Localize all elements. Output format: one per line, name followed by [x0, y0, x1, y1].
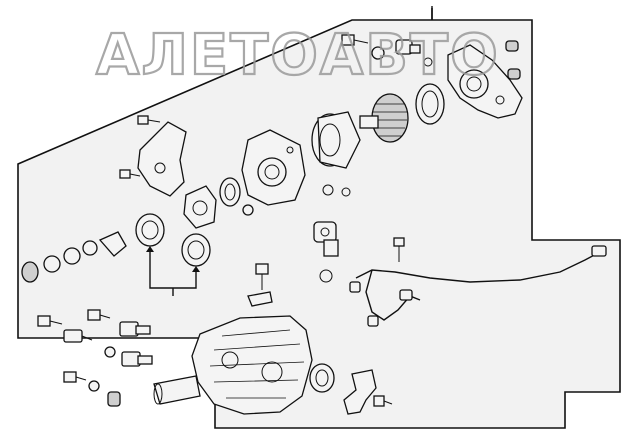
- oil-seal-left: [135, 213, 165, 247]
- speed-sensor: [395, 39, 421, 55]
- plug-top-right-1: [505, 40, 519, 52]
- seal-leader-bracket: [149, 250, 197, 296]
- washer-left-bottom: [88, 380, 100, 392]
- rear-cover-housing: [447, 44, 523, 119]
- oil-seal-right: [181, 233, 211, 267]
- breather-fitting: [63, 329, 93, 343]
- seal-ring-3: [82, 240, 98, 256]
- mount-bracket: [137, 121, 187, 197]
- o-ring-mid-2: [341, 187, 351, 197]
- clutch-cylinder: [311, 111, 361, 169]
- watermark-text: АЛЕТОАВТО: [96, 23, 500, 88]
- bolt-bracket-side: [119, 169, 141, 179]
- bearing-housing: [241, 129, 306, 206]
- tone-ring: [98, 231, 127, 257]
- bolt-case-top: [255, 263, 269, 290]
- drain-plug: [119, 321, 151, 337]
- clutch-drum-gear: [359, 93, 409, 143]
- o-ring-mid-1: [322, 184, 334, 196]
- clutch-ring: [415, 83, 445, 125]
- fill-plug: [121, 351, 153, 367]
- seal-arrow-right: [192, 266, 200, 272]
- washer-left: [104, 346, 116, 358]
- side-flange: [183, 185, 217, 229]
- seal-ring-1: [43, 255, 61, 273]
- bolt-left-1: [37, 315, 63, 327]
- bolt-bottom-right: [373, 395, 393, 407]
- seal-ring-2: [63, 247, 81, 265]
- gasket-ring: [219, 177, 241, 207]
- bolt-actuator: [393, 237, 405, 262]
- plug-top-right-2: [507, 68, 521, 80]
- bolt-top-left: [341, 34, 369, 46]
- plug-left-bottom: [107, 391, 121, 407]
- bolt-left-3: [63, 371, 87, 383]
- harness-clip: [247, 291, 273, 307]
- o-ring-actuator: [319, 269, 333, 283]
- spline-collar: [21, 261, 39, 283]
- bolt-bracket: [137, 115, 161, 125]
- differential-case: [153, 315, 313, 415]
- seal-arrow-left: [146, 246, 154, 252]
- watermark-logo: АЛЕТОАВТО: [95, 22, 500, 89]
- shift-fork-bracket: [343, 369, 377, 415]
- washer-mid: [242, 204, 254, 216]
- output-seal: [309, 363, 335, 393]
- bolt-left-2: [87, 309, 111, 321]
- washer-top: [371, 46, 385, 60]
- o-ring-small-top: [423, 57, 433, 67]
- actuator-motor: [313, 221, 339, 257]
- wire-harness: [349, 245, 607, 327]
